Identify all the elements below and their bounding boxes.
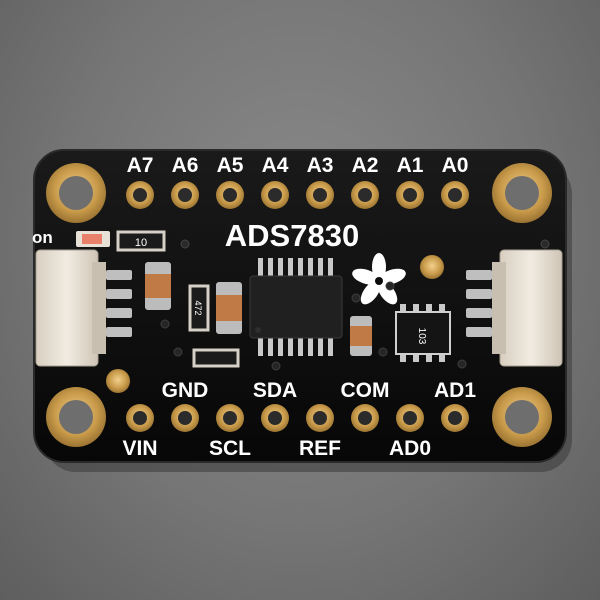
pad-gnd: [171, 404, 199, 432]
resistor-left-small-code: 472: [193, 300, 203, 315]
resistor-top-left-code: 10: [135, 237, 147, 249]
via: [180, 239, 190, 249]
ads7830-chip: [249, 258, 343, 356]
pin-label-ad0: AD0: [389, 437, 431, 460]
mounting-hole-bottom-right: [492, 387, 552, 447]
adafruit-flower-logo: [352, 253, 406, 305]
top-pin-labels: A7 A6 A5 A4 A3 A2 A1 A0: [127, 154, 469, 177]
board-title: ADS7830: [225, 218, 359, 253]
pad-ref: [306, 404, 334, 432]
bottom-labels-upper: GND SDA COM AD1: [162, 379, 477, 402]
mounting-hole-top-left: [46, 163, 106, 223]
bottom-labels-lower: VIN SCL REF AD0: [122, 437, 431, 460]
pin-label-a6: A6: [172, 154, 199, 177]
pin-label-ad1: AD1: [434, 379, 476, 402]
pad-scl: [216, 404, 244, 432]
test-pad-left: [106, 369, 130, 393]
pin-label-com: COM: [341, 379, 390, 402]
pin-label-gnd: GND: [162, 379, 209, 402]
pin-label-a5: A5: [217, 154, 244, 177]
pad-a0: [441, 181, 469, 209]
pin-label-a1: A1: [397, 154, 424, 177]
pin-label-ref: REF: [299, 437, 341, 460]
pad-sda: [261, 404, 289, 432]
top-header-pads: [126, 181, 469, 209]
test-pad-right: [420, 255, 444, 279]
pin-label-a4: A4: [262, 154, 289, 177]
capacitor-left-tall: [145, 262, 171, 310]
pad-a7: [126, 181, 154, 209]
pad-a4: [261, 181, 289, 209]
power-led: [76, 231, 110, 247]
resistor-array-code: 103: [416, 328, 427, 345]
pad-a2: [351, 181, 379, 209]
pad-a5: [216, 181, 244, 209]
pin-label-vin: VIN: [122, 437, 157, 460]
stemma-qt-connector-left: [35, 249, 132, 367]
resistor-left-small: 472: [188, 284, 210, 332]
vias: [160, 281, 467, 371]
bottom-header-pads: [126, 404, 469, 432]
mounting-hole-bottom-left: [46, 387, 106, 447]
pin-label-a0: A0: [442, 154, 469, 177]
pad-a1: [396, 181, 424, 209]
resistor-top-left: 10: [116, 230, 166, 252]
power-led-label: on: [32, 228, 53, 247]
pad-com: [351, 404, 379, 432]
pad-a3: [306, 181, 334, 209]
pin-label-a7: A7: [127, 154, 154, 177]
pad-a6: [171, 181, 199, 209]
resistor-array: 103: [395, 304, 451, 362]
resistor-bottom-small: [192, 348, 240, 368]
capacitor-center: [216, 282, 242, 334]
pad-vin: [126, 404, 154, 432]
mounting-hole-top-right: [492, 163, 552, 223]
pad-ad0: [396, 404, 424, 432]
stemma-qt-connector-right: [466, 249, 563, 367]
pin-label-sda: SDA: [253, 379, 297, 402]
pad-ad1: [441, 404, 469, 432]
pin-label-a3: A3: [307, 154, 334, 177]
capacitor-right-small: [350, 316, 372, 356]
pin-label-scl: SCL: [209, 437, 251, 460]
pin-label-a2: A2: [352, 154, 379, 177]
via: [540, 239, 550, 249]
